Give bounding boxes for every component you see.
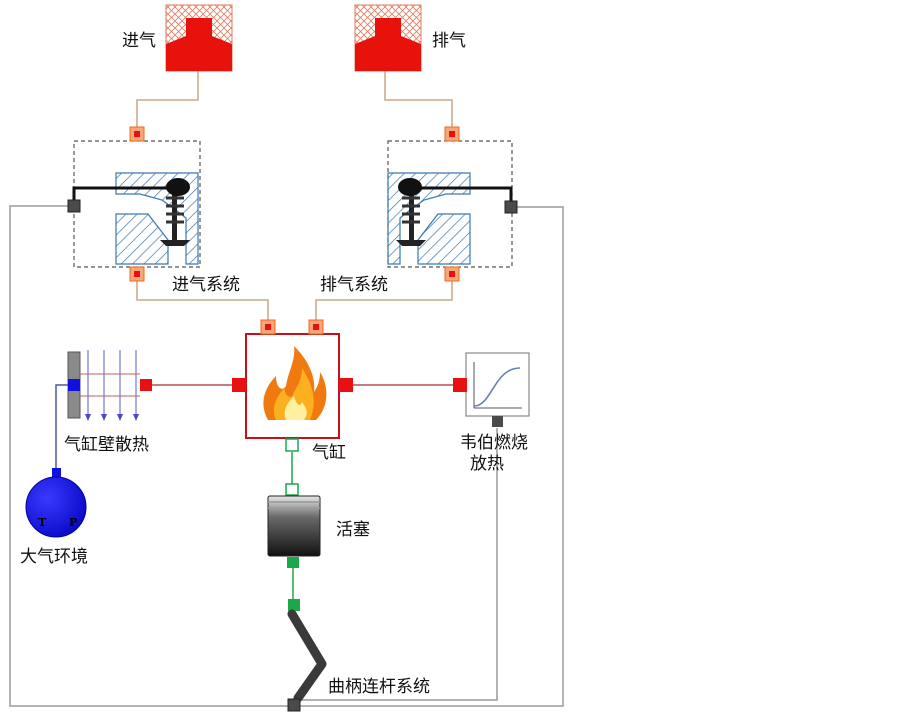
piston-top-port[interactable] bbox=[285, 483, 299, 496]
cylinder-label: 气缸 bbox=[312, 442, 346, 463]
wire-crank-to-intake-valve bbox=[9, 205, 289, 707]
cylinder-mech-port[interactable] bbox=[285, 438, 299, 452]
wire-intake-system-to-cylinder bbox=[136, 280, 269, 320]
wire-crank-to-exhaust-valve bbox=[299, 206, 564, 707]
intake-boundary[interactable] bbox=[165, 4, 233, 72]
exhaust-boundary[interactable] bbox=[354, 4, 422, 72]
atmosphere-label: 大气环境 bbox=[20, 547, 88, 567]
connection-wires bbox=[9, 70, 564, 707]
wiebe-label-line2: 放热 bbox=[470, 454, 504, 474]
wire-heat-to-atmosphere bbox=[55, 384, 68, 468]
wire-exhaust-system-to-cylinder bbox=[315, 280, 453, 320]
crank-system[interactable] bbox=[287, 599, 327, 712]
wiebe-label-line1: 韦伯燃烧 bbox=[460, 433, 528, 453]
wire-intake-to-valve bbox=[136, 70, 199, 130]
wiebe-input-port[interactable] bbox=[453, 378, 467, 392]
exhaust-valve-system[interactable] bbox=[387, 126, 518, 282]
piston[interactable] bbox=[267, 483, 321, 568]
cylinder-wiebe-port[interactable] bbox=[339, 378, 353, 392]
s-curve-icon bbox=[473, 362, 522, 409]
cylinder-wall-heat[interactable] bbox=[67, 350, 152, 421]
intake-valve-connector[interactable] bbox=[67, 199, 81, 213]
crank-system-label: 曲柄连杆系统 bbox=[328, 677, 430, 697]
exhaust-label: 排气 bbox=[432, 31, 466, 51]
intake-valve-system[interactable] bbox=[67, 126, 201, 282]
wiebe-heat-release[interactable] bbox=[453, 352, 530, 427]
wire-exhaust-to-valve bbox=[384, 70, 453, 130]
atmosphere-source[interactable]: T P bbox=[25, 468, 87, 538]
wall-heat-port-blue[interactable] bbox=[68, 379, 80, 391]
wall-heat-port-red[interactable] bbox=[140, 379, 152, 391]
piston-label: 活塞 bbox=[336, 520, 370, 540]
intake-label: 进气 bbox=[122, 31, 156, 51]
cylinder-heat-port[interactable] bbox=[232, 378, 246, 392]
wiebe-output-port[interactable] bbox=[492, 416, 503, 427]
exhaust-valve-connector[interactable] bbox=[504, 200, 518, 214]
atmosphere-p-label: P bbox=[69, 516, 77, 529]
cylinder-block[interactable] bbox=[232, 319, 353, 452]
flame-icon bbox=[263, 346, 327, 420]
wire-wiebe-to-crank bbox=[301, 428, 498, 701]
atmosphere-t-label: T bbox=[38, 516, 47, 529]
crank-bottom-connector[interactable] bbox=[287, 698, 301, 712]
exhaust-system-label: 排气系统 bbox=[320, 275, 388, 295]
piston-bottom-port[interactable] bbox=[287, 557, 299, 568]
crank-top-port[interactable] bbox=[288, 599, 300, 611]
intake-system-label: 进气系统 bbox=[172, 275, 240, 295]
cylinder-wall-heat-label: 气缸壁散热 bbox=[64, 434, 149, 455]
